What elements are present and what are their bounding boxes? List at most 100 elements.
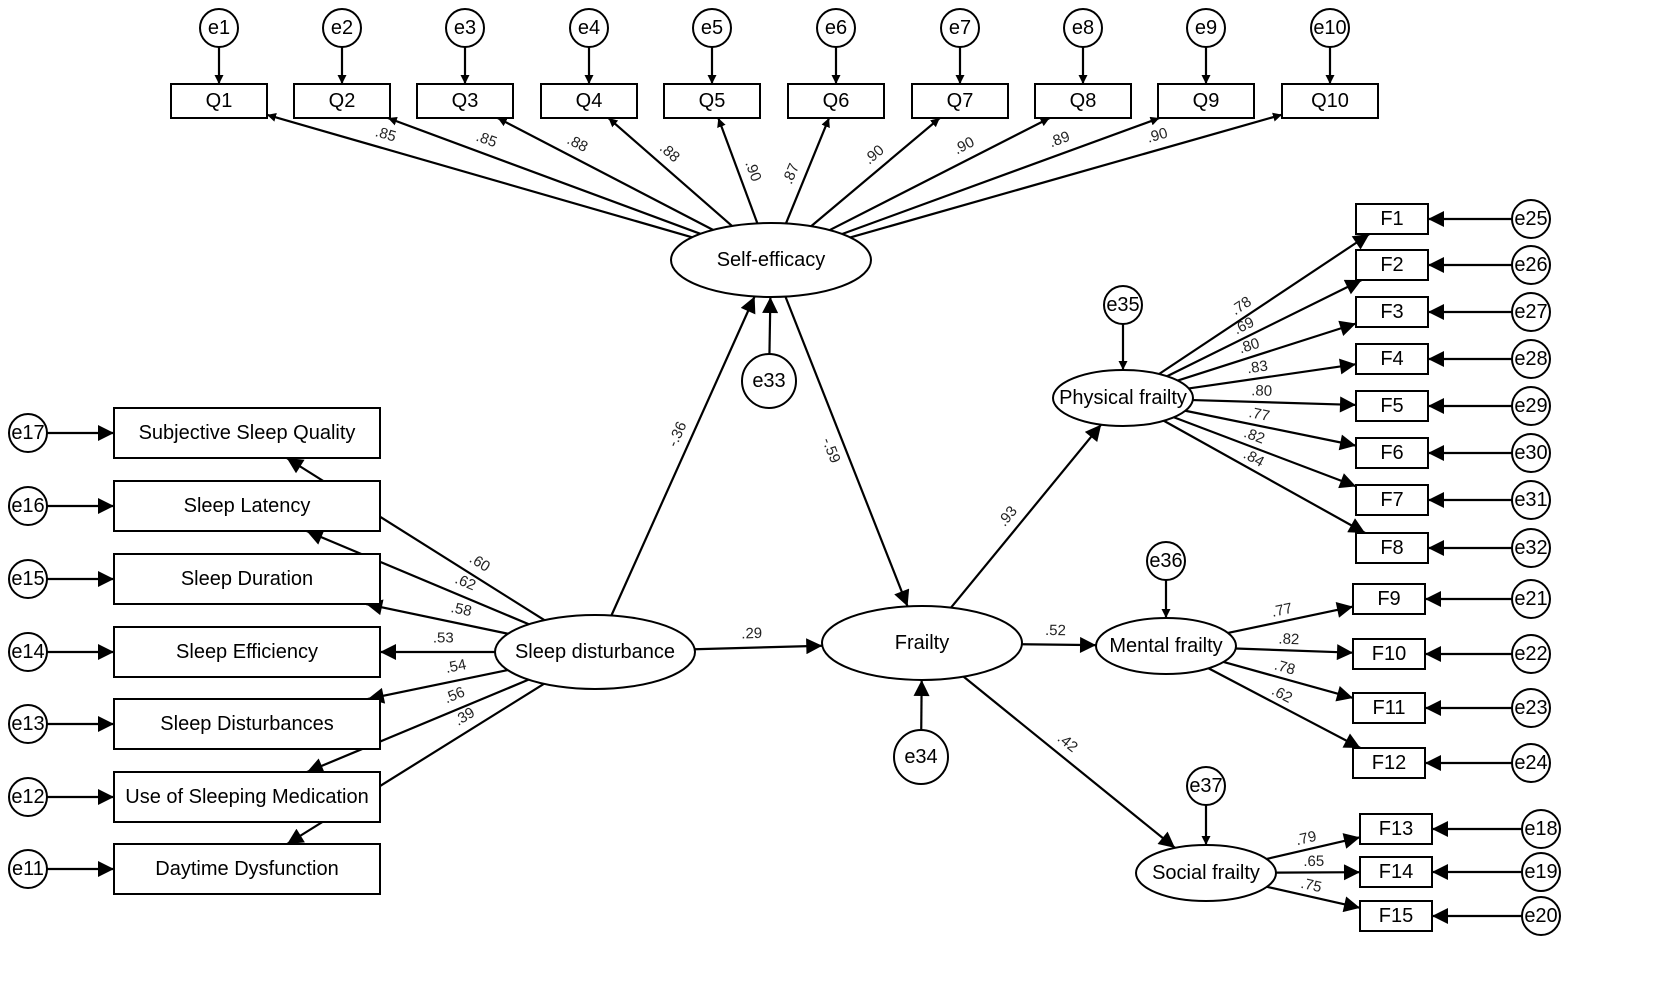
loading-f8: .84 bbox=[1240, 446, 1266, 471]
latent-frailty-label: Frailty bbox=[895, 632, 949, 654]
error-e15 bbox=[8, 559, 48, 599]
error-e24-label: e24 bbox=[1514, 752, 1547, 774]
error-e13-label: e13 bbox=[11, 713, 44, 735]
error-e20-label: e20 bbox=[1524, 905, 1557, 927]
error-e26-label: e26 bbox=[1514, 254, 1547, 276]
error-e33-label: e33 bbox=[752, 370, 785, 392]
error-e7-label: e7 bbox=[949, 17, 971, 39]
error-e37 bbox=[1186, 766, 1226, 806]
item-q10-label: Q10 bbox=[1311, 90, 1349, 112]
loading-f9: .77 bbox=[1270, 600, 1294, 621]
item-f1 bbox=[1355, 203, 1429, 235]
item-f2 bbox=[1355, 249, 1429, 281]
arrow-mental-frailty-to-f12 bbox=[1207, 667, 1361, 749]
item-q9 bbox=[1157, 83, 1255, 119]
error-e27 bbox=[1511, 292, 1551, 332]
error-e5 bbox=[692, 8, 732, 48]
latent-social-frailty bbox=[1135, 844, 1277, 902]
error-e27-label: e27 bbox=[1514, 301, 1547, 323]
latent-sleep-disturbance-label: Sleep disturbance bbox=[515, 641, 675, 663]
item-f10-label: F10 bbox=[1372, 643, 1406, 665]
loading-f11: .78 bbox=[1272, 657, 1297, 679]
latent-social-frailty-label: Social frailty bbox=[1152, 862, 1260, 884]
item-sleep-6-label: Use of Sleeping Medication bbox=[125, 786, 368, 808]
error-e17-label: e17 bbox=[11, 422, 44, 444]
loading-f14: .65 bbox=[1303, 853, 1324, 870]
item-sleep-1-label: Subjective Sleep Quality bbox=[139, 422, 356, 444]
loading-f13: .79 bbox=[1294, 828, 1318, 849]
loading-f1: .78 bbox=[1228, 293, 1255, 319]
item-q1-label: Q1 bbox=[206, 90, 233, 112]
item-sleep-5 bbox=[113, 698, 381, 750]
error-e14 bbox=[8, 632, 48, 672]
item-f1-label: F1 bbox=[1380, 208, 1403, 230]
error-e1-label: e1 bbox=[208, 17, 230, 39]
loading-sleep-4: .53 bbox=[433, 630, 454, 647]
arrow-self-efficacy-to-q5 bbox=[717, 117, 759, 224]
item-f9-label: F9 bbox=[1377, 588, 1400, 610]
latent-self-efficacy-label: Self-efficacy bbox=[717, 249, 826, 271]
item-f4 bbox=[1355, 343, 1429, 375]
error-e36-label: e36 bbox=[1149, 550, 1182, 572]
arrow-self-efficacy-to-q9 bbox=[841, 116, 1160, 236]
error-e16 bbox=[8, 486, 48, 526]
error-e9-label: e9 bbox=[1195, 17, 1217, 39]
error-e28-label: e28 bbox=[1514, 348, 1547, 370]
item-q5 bbox=[663, 83, 761, 119]
arrow-frailty-to-social bbox=[962, 675, 1176, 849]
arrow-self-efficacy-to-q7 bbox=[810, 117, 941, 227]
loading-q1: .85 bbox=[373, 123, 398, 145]
loading-f15: .75 bbox=[1299, 875, 1323, 896]
error-e31 bbox=[1511, 480, 1551, 520]
arrow-self-efficacy-to-q10 bbox=[849, 112, 1283, 239]
item-q9-label: Q9 bbox=[1193, 90, 1220, 112]
item-q4 bbox=[540, 83, 638, 119]
error-e14-label: e14 bbox=[11, 641, 44, 663]
arrow-physical-frailty-to-f8 bbox=[1163, 419, 1366, 534]
item-f13-label: F13 bbox=[1379, 818, 1413, 840]
error-e34 bbox=[893, 729, 949, 785]
loading-sleep-7: .39 bbox=[451, 704, 478, 729]
item-f11 bbox=[1352, 692, 1426, 724]
item-q6 bbox=[787, 83, 885, 119]
error-e23 bbox=[1511, 688, 1551, 728]
loading-q5: .90 bbox=[741, 158, 764, 183]
error-e35-label: e35 bbox=[1106, 294, 1139, 316]
item-q1 bbox=[170, 83, 268, 119]
error-e18 bbox=[1521, 809, 1561, 849]
error-e21 bbox=[1511, 579, 1551, 619]
error-e8 bbox=[1063, 8, 1103, 48]
arrow-sleep-disturbance-to-item-3 bbox=[365, 599, 509, 635]
item-f3-label: F3 bbox=[1380, 301, 1403, 323]
error-e10-label: e10 bbox=[1313, 17, 1346, 39]
error-e28 bbox=[1511, 339, 1551, 379]
item-sleep-2 bbox=[113, 480, 381, 532]
error-e3 bbox=[445, 8, 485, 48]
item-f12 bbox=[1352, 747, 1426, 779]
error-e30 bbox=[1511, 433, 1551, 473]
latent-self-efficacy bbox=[670, 222, 872, 298]
error-e29-label: e29 bbox=[1514, 395, 1547, 417]
error-e16-label: e16 bbox=[11, 495, 44, 517]
error-e4-label: e4 bbox=[578, 17, 600, 39]
error-e9 bbox=[1186, 8, 1226, 48]
error-e1 bbox=[199, 8, 239, 48]
latent-mental-frailty bbox=[1095, 617, 1237, 675]
error-e11-label: e11 bbox=[12, 858, 44, 880]
error-e6-label: e6 bbox=[825, 17, 847, 39]
item-f6 bbox=[1355, 437, 1429, 469]
item-f11-label: F11 bbox=[1373, 697, 1406, 719]
item-f7-label: F7 bbox=[1380, 489, 1403, 511]
arrow-mental-frailty-to-f10 bbox=[1235, 644, 1354, 661]
arrow-mental-frailty-to-f11 bbox=[1223, 660, 1354, 702]
loading-q3: .88 bbox=[564, 131, 590, 156]
error-e30-label: e30 bbox=[1514, 442, 1547, 464]
loading-f4: .83 bbox=[1246, 357, 1269, 377]
error-e4 bbox=[569, 8, 609, 48]
item-f4-label: F4 bbox=[1380, 348, 1403, 370]
item-sleep-1 bbox=[113, 407, 381, 459]
loading-q9: .89 bbox=[1047, 128, 1072, 151]
arrow-self-efficacy-to-q8 bbox=[829, 117, 1051, 232]
